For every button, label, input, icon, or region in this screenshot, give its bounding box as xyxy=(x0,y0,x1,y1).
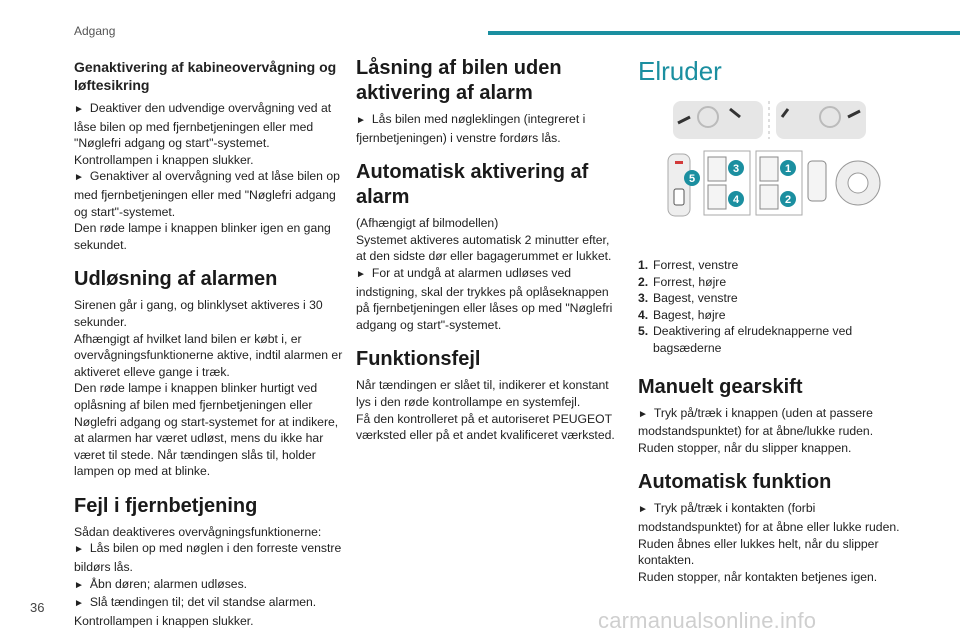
label-1: 1 xyxy=(785,163,791,175)
page-number: 36 xyxy=(30,600,45,615)
paragraph: Sirenen går i gang, og blinklyset aktive… xyxy=(74,298,323,329)
section-heading: Funktionsfejl xyxy=(356,348,481,371)
list-item: 3.Bagest, venstre xyxy=(638,291,738,306)
arrow-right-icon: ► xyxy=(74,579,84,591)
header-accent-bar xyxy=(488,31,960,35)
paragraph: Systemet aktiveres automatisk 2 minutter… xyxy=(356,232,612,264)
arrow-right-icon: ► xyxy=(356,115,366,126)
label-3: 3 xyxy=(733,163,739,175)
label-badge-3: 3 xyxy=(728,160,744,176)
section-heading: Fejl i fjernbetjening xyxy=(74,494,258,517)
arrow-right-icon: ► xyxy=(638,408,648,420)
column-left: Genaktivering af kabineovervågning og lø… xyxy=(74,56,346,629)
label-badge-2: 2 xyxy=(780,191,796,207)
column-middle: Låsning af bilen uden aktivering af alar… xyxy=(356,56,618,444)
window-switches-figure: 1 2 3 4 5 xyxy=(638,99,900,239)
label-badge-1: 1 xyxy=(780,160,796,176)
paragraph: Ruden stopper, når kontakten betjenes ig… xyxy=(638,569,878,584)
list-item: 1.Forrest, venstre xyxy=(638,258,739,272)
arrow-right-icon: ► xyxy=(74,598,84,610)
paragraph: ►Tryk på/træk i knappen (uden at passere… xyxy=(638,405,874,439)
section-heading: Automatisk aktivering af alarm xyxy=(356,161,589,209)
paragraph: ►For at undgå at alarmen udløses ved ind… xyxy=(356,265,613,332)
column-right: Elruder xyxy=(638,56,900,585)
paragraph: Kontrollampen i knappen slukker. xyxy=(74,613,254,628)
page-title: Elruder xyxy=(638,56,722,86)
label-2: 2 xyxy=(785,194,791,206)
paragraph: Kontrollampen i knappen slukker. xyxy=(74,152,254,167)
list-item: 5.Deaktivering af elrudeknapperne ved ba… xyxy=(638,324,853,355)
paragraph: Den røde lampe i knappen blinker hurtigt… xyxy=(74,381,339,479)
car-door-left-illustration xyxy=(673,101,763,139)
paragraph: ►Tryk på/træk i kontakten (forbi modstan… xyxy=(638,501,900,534)
paragraph: ►Deaktiver den udvendige overvågning ved… xyxy=(74,101,332,151)
paragraph: Ruden stopper, når du slipper knappen. xyxy=(638,440,852,455)
header-label: Adgang xyxy=(74,24,116,38)
section-heading: Automatisk funktion xyxy=(638,471,832,494)
numbered-list: 1.Forrest, venstre 2.Forrest, højre 3.Ba… xyxy=(638,257,900,357)
list-item: 4.Bagest, højre xyxy=(638,307,726,322)
child-lock-panel xyxy=(667,153,691,217)
label-4: 4 xyxy=(733,194,740,206)
window-switches-illustration: 1 2 3 4 5 xyxy=(667,101,881,217)
paragraph: ►Åbn døren; alarmen udløses. xyxy=(74,576,248,591)
arrow-right-icon: ► xyxy=(74,104,84,115)
label-badge-5: 5 xyxy=(684,170,700,186)
mirror-control-illustration xyxy=(835,160,881,206)
list-item: 2.Forrest, højre xyxy=(638,274,727,289)
arrow-right-icon: ► xyxy=(638,504,648,516)
watermark-text: carmanualsonline.info xyxy=(598,608,817,633)
paragraph: Når tændingen er slået til, indikerer et… xyxy=(356,378,609,409)
paragraph: ►Lås bilen med nøgleklingen (integreret … xyxy=(356,112,586,145)
section-heading: Låsning af bilen uden aktivering af alar… xyxy=(356,57,562,104)
arrow-right-icon: ► xyxy=(74,172,84,184)
paragraph: Afhængigt af hvilket land bilen er købt … xyxy=(74,331,343,379)
paragraph: ►Genaktiver al overvågning ved at låse b… xyxy=(74,169,340,219)
paragraph: (Afhængigt af bilmodellen) xyxy=(356,216,499,231)
section-heading: Genaktivering af kabineovervågning og lø… xyxy=(74,59,337,93)
paragraph: Sådan deaktiveres overvågningsfunktioner… xyxy=(74,524,322,539)
paragraph: Den røde lampe i knappen blinker igen en… xyxy=(74,221,331,252)
paragraph: Få den kontrolleret på et autoriseret PE… xyxy=(356,411,615,443)
car-door-right-illustration xyxy=(776,101,866,139)
section-heading: Udløsning af alarmen xyxy=(74,268,278,291)
label-badge-4: 4 xyxy=(728,191,744,207)
arrow-right-icon: ► xyxy=(356,268,366,280)
label-5: 5 xyxy=(689,173,695,185)
arrow-right-icon: ► xyxy=(74,544,84,556)
paragraph: ►Lås bilen op med nøglen i den forreste … xyxy=(74,541,342,575)
paragraph: ►Slå tændingen til; det vil standse alar… xyxy=(74,595,317,610)
paragraph: Ruden åbnes eller lukkes helt, når du sl… xyxy=(638,536,879,568)
section-heading: Manuelt gearskift xyxy=(638,375,803,398)
